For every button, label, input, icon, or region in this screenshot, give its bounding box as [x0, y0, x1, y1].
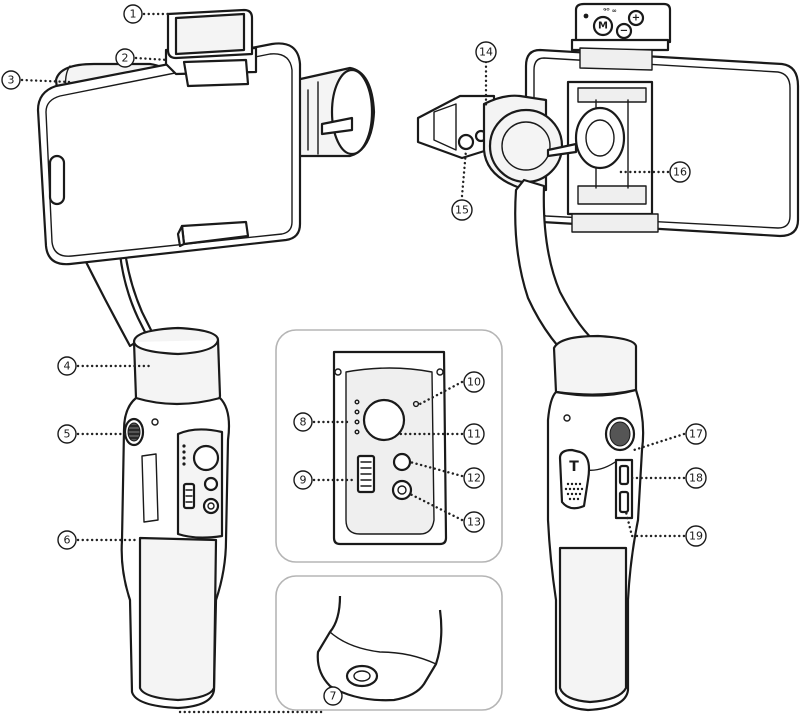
joystick	[123, 417, 145, 447]
callout-3: 3	[1, 70, 21, 90]
svg-text:2: 2	[122, 52, 129, 65]
mode-button[interactable]	[592, 15, 614, 37]
inset-control-panel	[275, 329, 503, 563]
svg-text:13: 13	[467, 516, 481, 529]
svg-text:6: 6	[64, 534, 71, 547]
callout-11: 11	[463, 423, 485, 445]
callout-15: 15	[451, 199, 473, 221]
rear-handle: T	[546, 388, 645, 712]
smartphone-back	[524, 48, 800, 238]
callout-6: 6	[57, 530, 77, 550]
zoom-plus-label: +	[632, 13, 640, 24]
mode-button-label: M	[598, 21, 608, 32]
callout-7: 7	[323, 686, 343, 706]
svg-text:17: 17	[689, 428, 703, 441]
svg-text:4: 4	[64, 360, 71, 373]
rear-pan-motor	[552, 334, 638, 396]
callout-8: 8	[293, 412, 313, 432]
leader-lines	[20, 12, 686, 714]
indicator-glyph: ᴳᴼ ∞	[603, 8, 616, 15]
svg-text:9: 9	[300, 474, 307, 487]
svg-text:15: 15	[455, 204, 469, 217]
callout-13: 13	[463, 511, 485, 533]
callouts: 1 2 3 4 5 6 7 8 9 10 11 12 13 14 15 16 1…	[1, 4, 707, 706]
counterweight	[166, 8, 254, 60]
zoom-minus-button[interactable]	[615, 22, 633, 40]
svg-text:7: 7	[330, 690, 337, 703]
trigger-grip-dots	[564, 482, 584, 501]
callout-4: 4	[57, 356, 77, 376]
svg-text:11: 11	[467, 428, 481, 441]
zoom-plus-button[interactable]	[627, 9, 645, 27]
callout-2: 2	[115, 48, 135, 68]
mode-button-pod: M − + ᴳᴼ ∞	[570, 2, 672, 52]
svg-text:14: 14	[479, 46, 493, 59]
callout-17: 17	[685, 423, 707, 445]
svg-text:19: 19	[689, 530, 703, 543]
svg-text:10: 10	[467, 376, 481, 389]
smartphone	[36, 42, 302, 266]
callout-9: 9	[293, 470, 313, 490]
inset-base	[275, 575, 503, 711]
callout-18: 18	[685, 467, 707, 489]
pan-motor	[132, 326, 222, 408]
svg-text:12: 12	[467, 472, 481, 485]
handle	[120, 396, 231, 710]
svg-text:16: 16	[673, 166, 687, 179]
callout-12: 12	[463, 467, 485, 489]
svg-text:8: 8	[300, 416, 307, 429]
svg-text:5: 5	[64, 428, 71, 441]
trigger-label: T	[569, 459, 579, 475]
rear-motor-assembly	[416, 94, 626, 192]
svg-text:18: 18	[689, 472, 703, 485]
callout-16: 16	[669, 161, 691, 183]
callout-14: 14	[475, 41, 497, 63]
callout-1: 1	[123, 4, 143, 24]
callout-10: 10	[463, 371, 485, 393]
gimbal-front-view	[36, 8, 376, 710]
roll-motor	[294, 66, 376, 158]
gimbal-rear-view: M − + ᴳᴼ ∞	[416, 2, 800, 712]
callout-5: 5	[57, 424, 77, 444]
svg-text:3: 3	[8, 74, 15, 87]
svg-text:1: 1	[130, 8, 137, 21]
callout-19: 19	[685, 525, 707, 547]
zoom-minus-label: −	[620, 26, 628, 37]
